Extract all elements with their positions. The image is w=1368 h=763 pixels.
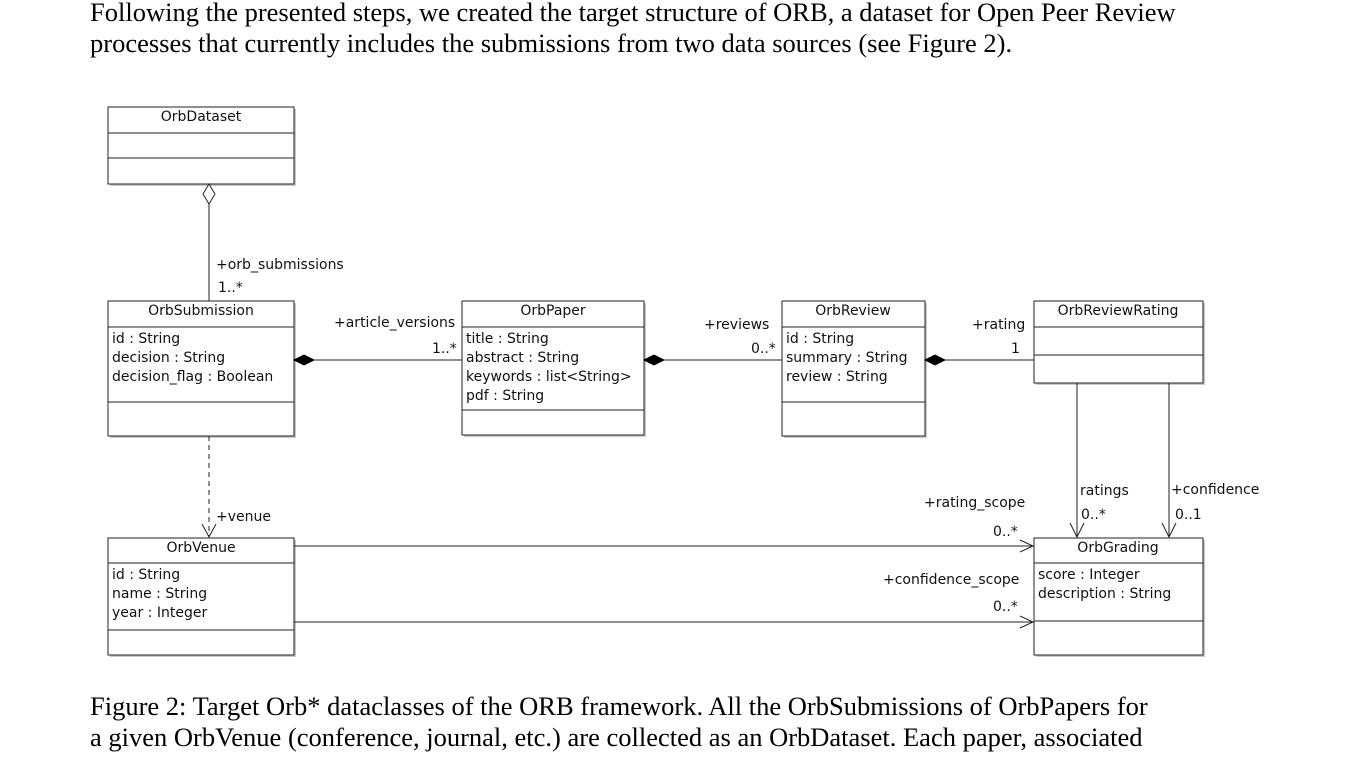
assoc-confidence-scope: +confidence_scope 0..* xyxy=(294,572,1035,629)
assoc-article-versions: +article_versions 1..* xyxy=(292,315,462,366)
caption-line-2: a given OrbVenue (conference, journal, e… xyxy=(90,722,1143,752)
role-reviews: +reviews xyxy=(704,317,769,333)
attr-review-id: id : String xyxy=(786,331,854,347)
mult-reviews: 0..* xyxy=(751,341,776,357)
class-name-orbpaper: OrbPaper xyxy=(520,303,586,319)
role-confidence: +confidence xyxy=(1171,482,1259,498)
mult-rating-scope: 0..* xyxy=(993,524,1018,540)
class-orbsubmission: OrbSubmission id : String decision : Str… xyxy=(107,300,296,438)
class-orbreview: OrbReview id : String summary : String r… xyxy=(781,300,927,438)
attr-review-summary: summary : String xyxy=(786,350,907,366)
class-name-orbgrading: OrbGrading xyxy=(1077,540,1158,556)
composition-diamond xyxy=(923,354,947,366)
arrow-head xyxy=(1161,522,1177,539)
attr-paper-abstract: abstract : String xyxy=(466,350,579,366)
arrow-head xyxy=(1069,522,1085,539)
intro-line-1: Following the presented steps, we create… xyxy=(90,0,1176,27)
assoc-ratings: ratings 0..* xyxy=(1069,383,1129,539)
class-name-orbvenue: OrbVenue xyxy=(166,540,235,556)
attr-venue-year: year : Integer xyxy=(112,605,207,621)
attr-grading-description: description : String xyxy=(1038,586,1171,602)
attr-submission-decision: decision : String xyxy=(112,350,225,366)
attr-paper-keywords: keywords : list<String> xyxy=(466,369,632,385)
role-rating: +rating xyxy=(972,317,1025,333)
class-orbdataset: OrbDataset xyxy=(107,106,296,186)
mult-rating: 1 xyxy=(1011,341,1020,357)
class-orbreviewrating: OrbReviewRating xyxy=(1033,300,1205,385)
mult-article-versions: 1..* xyxy=(432,341,457,357)
caption-line-1: Figure 2: Target Orb* dataclasses of the… xyxy=(90,691,1148,721)
attr-venue-name: name : String xyxy=(112,586,207,602)
assoc-confidence: +confidence 0..1 xyxy=(1161,383,1259,539)
mult-ratings: 0..* xyxy=(1081,507,1106,523)
role-ratings: ratings xyxy=(1080,483,1129,499)
role-confidence-scope: +confidence_scope xyxy=(883,572,1019,588)
arrow-head xyxy=(1019,539,1035,553)
intro-line-2: processes that currently includes the su… xyxy=(90,28,1013,58)
intro-paragraph: Following the presented steps, we create… xyxy=(90,0,1290,59)
role-orb-submissions: +orb_submissions xyxy=(216,257,344,273)
attr-paper-title: title : String xyxy=(466,331,549,347)
attr-submission-decision-flag: decision_flag : Boolean xyxy=(112,369,273,385)
mult-confidence-scope: 0..* xyxy=(993,599,1018,615)
composition-diamond xyxy=(642,354,666,366)
class-orbpaper: OrbPaper title : String abstract : Strin… xyxy=(461,300,646,437)
class-name-orbsubmission: OrbSubmission xyxy=(148,303,254,319)
assoc-venue: +venue xyxy=(201,436,271,539)
mult-confidence: 0..1 xyxy=(1175,507,1202,523)
arrow-head xyxy=(201,523,217,539)
class-name-orbdataset: OrbDataset xyxy=(161,109,242,125)
arrow-head xyxy=(1019,615,1035,629)
composition-diamond xyxy=(292,354,316,366)
assoc-reviews: +reviews 0..* xyxy=(642,317,782,366)
assoc-rating: +rating 1 xyxy=(923,317,1034,366)
role-rating-scope: +rating_scope xyxy=(924,495,1025,511)
role-venue: +venue xyxy=(216,509,271,525)
attr-review-review: review : String xyxy=(786,369,888,385)
assoc-orb-submissions: +orb_submissions 1..* xyxy=(202,183,344,301)
class-name-orbreview: OrbReview xyxy=(815,303,891,319)
class-orbvenue: OrbVenue id : String name : String year … xyxy=(107,537,296,657)
attr-venue-id: id : String xyxy=(112,567,180,583)
attr-submission-id: id : String xyxy=(112,331,180,347)
aggregation-diamond xyxy=(202,183,216,205)
class-name-orbreviewrating: OrbReviewRating xyxy=(1058,303,1179,319)
mult-orb-submissions: 1..* xyxy=(218,280,243,296)
class-orbgrading: OrbGrading score : Integer description :… xyxy=(1033,537,1205,657)
attr-paper-pdf: pdf : String xyxy=(466,388,544,404)
assoc-rating-scope: +rating_scope 0..* xyxy=(294,495,1035,553)
role-article-versions: +article_versions xyxy=(334,315,455,331)
figure-caption: Figure 2: Target Orb* dataclasses of the… xyxy=(90,691,1290,753)
attr-grading-score: score : Integer xyxy=(1038,567,1140,583)
